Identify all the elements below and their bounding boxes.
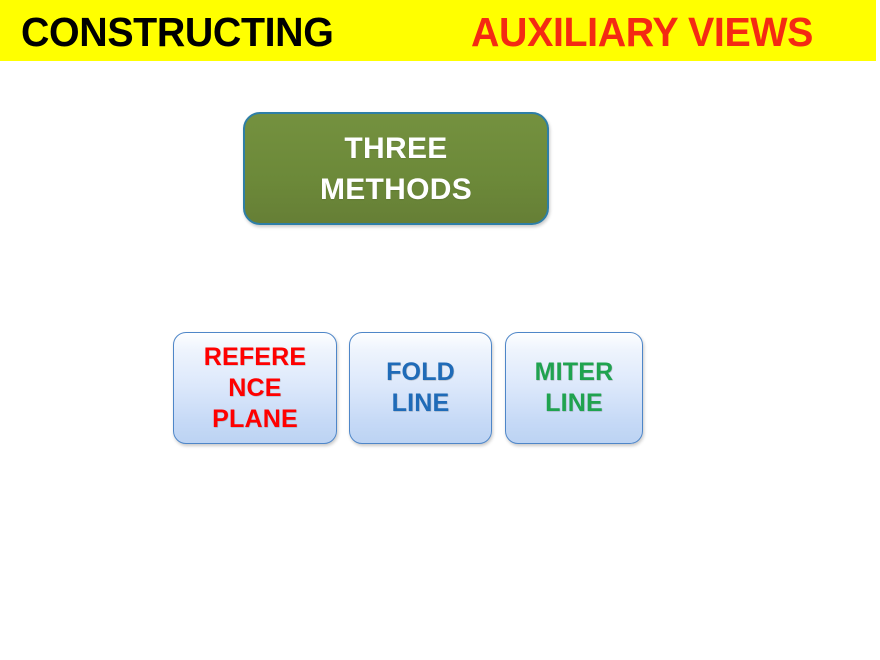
method-box-fold-line[interactable]: FOLD LINE [349, 332, 492, 444]
page-title-secondary: AUXILIARY VIEWS [471, 9, 813, 55]
method-box-miter-line[interactable]: MITER LINE [505, 332, 643, 444]
method-label-miter-line: MITER LINE [534, 358, 614, 417]
three-methods-header-box: THREE METHODS [243, 112, 549, 225]
three-methods-header-label: THREE METHODS [319, 131, 473, 206]
title-banner: CONSTRUCTING AUXILIARY VIEWS [0, 0, 876, 61]
method-box-reference-plane[interactable]: REFERE NCE PLANE [173, 332, 337, 444]
page-title-primary: CONSTRUCTING [21, 9, 334, 55]
method-label-reference-plane: REFERE NCE PLANE [203, 342, 307, 433]
title-row: CONSTRUCTING AUXILIARY VIEWS [0, 0, 876, 61]
method-label-fold-line: FOLD LINE [386, 358, 455, 417]
methods-row: REFERE NCE PLANE FOLD LINE MITER LINE [173, 332, 643, 444]
